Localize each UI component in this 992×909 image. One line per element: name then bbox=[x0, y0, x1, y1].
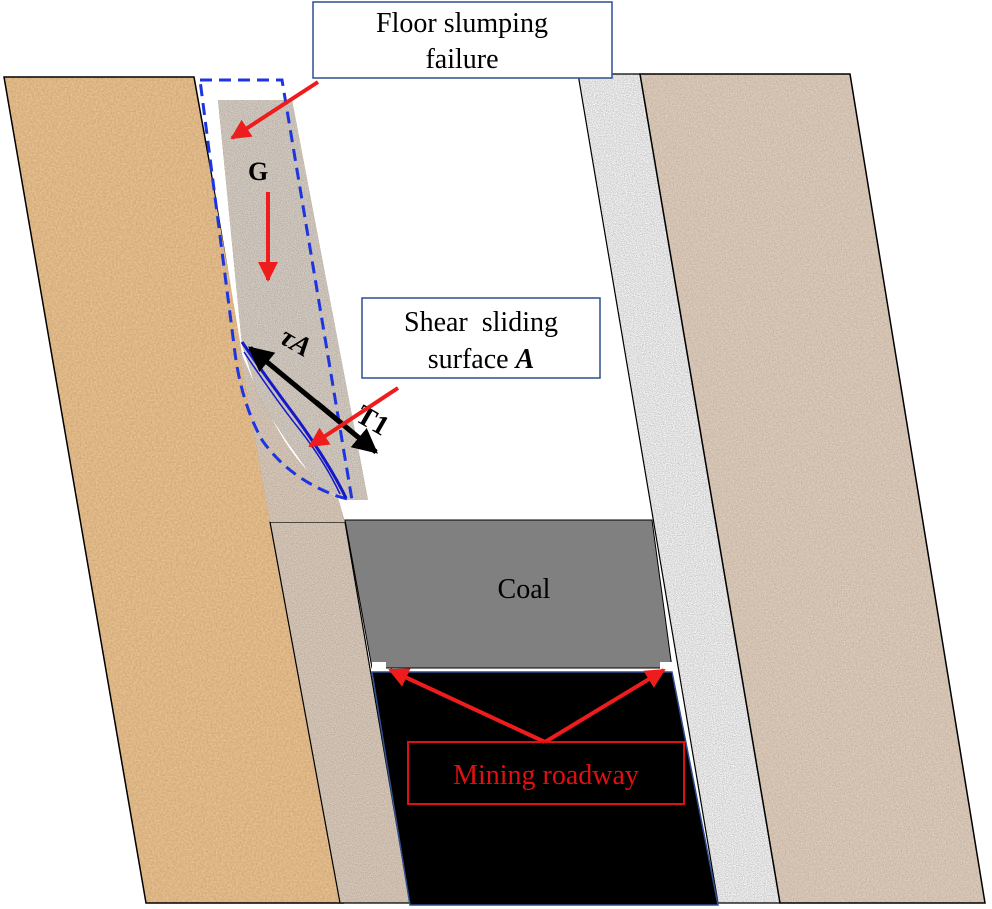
sliding-block bbox=[218, 100, 368, 500]
mining-roadway-label: Mining roadway bbox=[453, 760, 639, 791]
floor-slumping-label-box: Floor slumping failure bbox=[312, 1, 613, 79]
shear-sliding-surface-inner bbox=[243, 351, 341, 495]
roadway-corner-right bbox=[660, 662, 674, 670]
shear-sliding-label-A: A bbox=[514, 344, 535, 375]
mining-roadway bbox=[371, 662, 719, 906]
floor-slumping-pointer-arrow bbox=[230, 80, 320, 140]
floor-residue bbox=[238, 345, 345, 522]
roadway-pointer-right bbox=[543, 668, 666, 744]
floor-slumping-label-line1: Floor slumping bbox=[376, 8, 548, 39]
right-rock-stratum bbox=[639, 73, 986, 904]
shear-sliding-label-prefix: surface bbox=[428, 344, 516, 375]
floor-slumping-label-line2: failure bbox=[425, 44, 498, 75]
shear-sliding-label-line2: surface A bbox=[428, 344, 535, 375]
gravity-label: G bbox=[248, 157, 268, 186]
roadway-corner-left bbox=[372, 662, 386, 670]
roadway-pointer-left bbox=[388, 668, 546, 744]
mining-roadway-label-box: Mining roadway bbox=[407, 741, 685, 805]
shear-sliding-label-line1: Shear sliding bbox=[404, 307, 558, 338]
failure-zone-dashed-outline bbox=[198, 78, 354, 503]
tension-arrow bbox=[308, 386, 400, 448]
shear-stress-arrow-lower bbox=[314, 400, 378, 454]
coal-label: Coal bbox=[498, 574, 551, 605]
shear-sliding-label-box: Shear sliding surface A bbox=[361, 297, 601, 379]
